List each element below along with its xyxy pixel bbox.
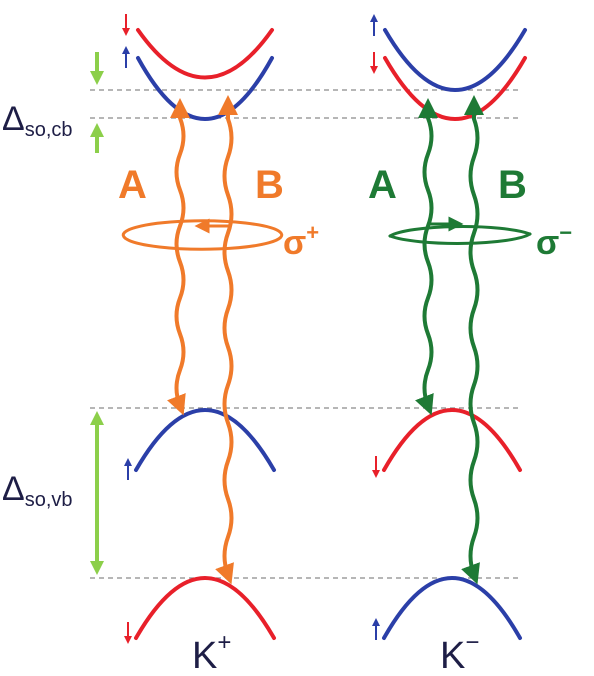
sigma-plus-label: σ+ xyxy=(283,220,319,262)
sigma-minus-ring-front xyxy=(388,232,532,245)
polarization-labels: σ+ σ− xyxy=(283,220,572,262)
transition-b-label-k-plus: B xyxy=(255,163,284,207)
delta-vb-label: Δso,vb xyxy=(2,470,73,511)
valley-k-plus-bands xyxy=(134,28,276,640)
valley-k-minus-bands xyxy=(382,28,527,640)
energy-reference-lines xyxy=(90,89,520,579)
splitting-labels: Δso,cb Δso,vb xyxy=(2,100,73,511)
k-plus-label: K+ xyxy=(192,629,231,676)
sigma-minus-label: σ− xyxy=(536,220,572,262)
transition-a-k-minus xyxy=(415,98,438,416)
transition-b-label-k-minus: B xyxy=(498,163,527,207)
sigma-plus-ring-front xyxy=(123,230,284,251)
transition-a-label-k-minus: A xyxy=(368,163,397,207)
k-minus-label: K− xyxy=(440,629,479,676)
transition-a-label-k-plus: A xyxy=(118,163,147,207)
transition-b-k-plus xyxy=(215,95,238,585)
k-minus-vb-spin-up-band xyxy=(382,576,522,640)
sigma-minus-ring-back xyxy=(388,225,532,238)
k-minus-transitions xyxy=(388,95,532,585)
transition-b-k-minus xyxy=(461,95,484,585)
k-plus-cb-spin-down-band xyxy=(136,28,274,80)
k-minus-vb-spin-down-band xyxy=(382,408,522,472)
k-plus-vb-spin-down-band xyxy=(134,576,276,640)
k-minus-cb-spin-down-band xyxy=(383,56,527,121)
k-minus-cb-spin-up-band xyxy=(383,28,527,92)
delta-cb-label: Δso,cb xyxy=(2,100,73,141)
transition-labels: A B A B xyxy=(118,163,527,207)
k-plus-transitions xyxy=(121,95,284,585)
k-plus-cb-spin-up-band xyxy=(136,56,274,121)
transition-a-k-plus xyxy=(167,98,190,416)
valley-labels: K+ K− xyxy=(192,629,479,676)
spin-indicators xyxy=(122,14,380,644)
k-plus-vb-spin-up-band xyxy=(134,408,276,472)
sigma-plus-ring-back xyxy=(121,219,282,240)
